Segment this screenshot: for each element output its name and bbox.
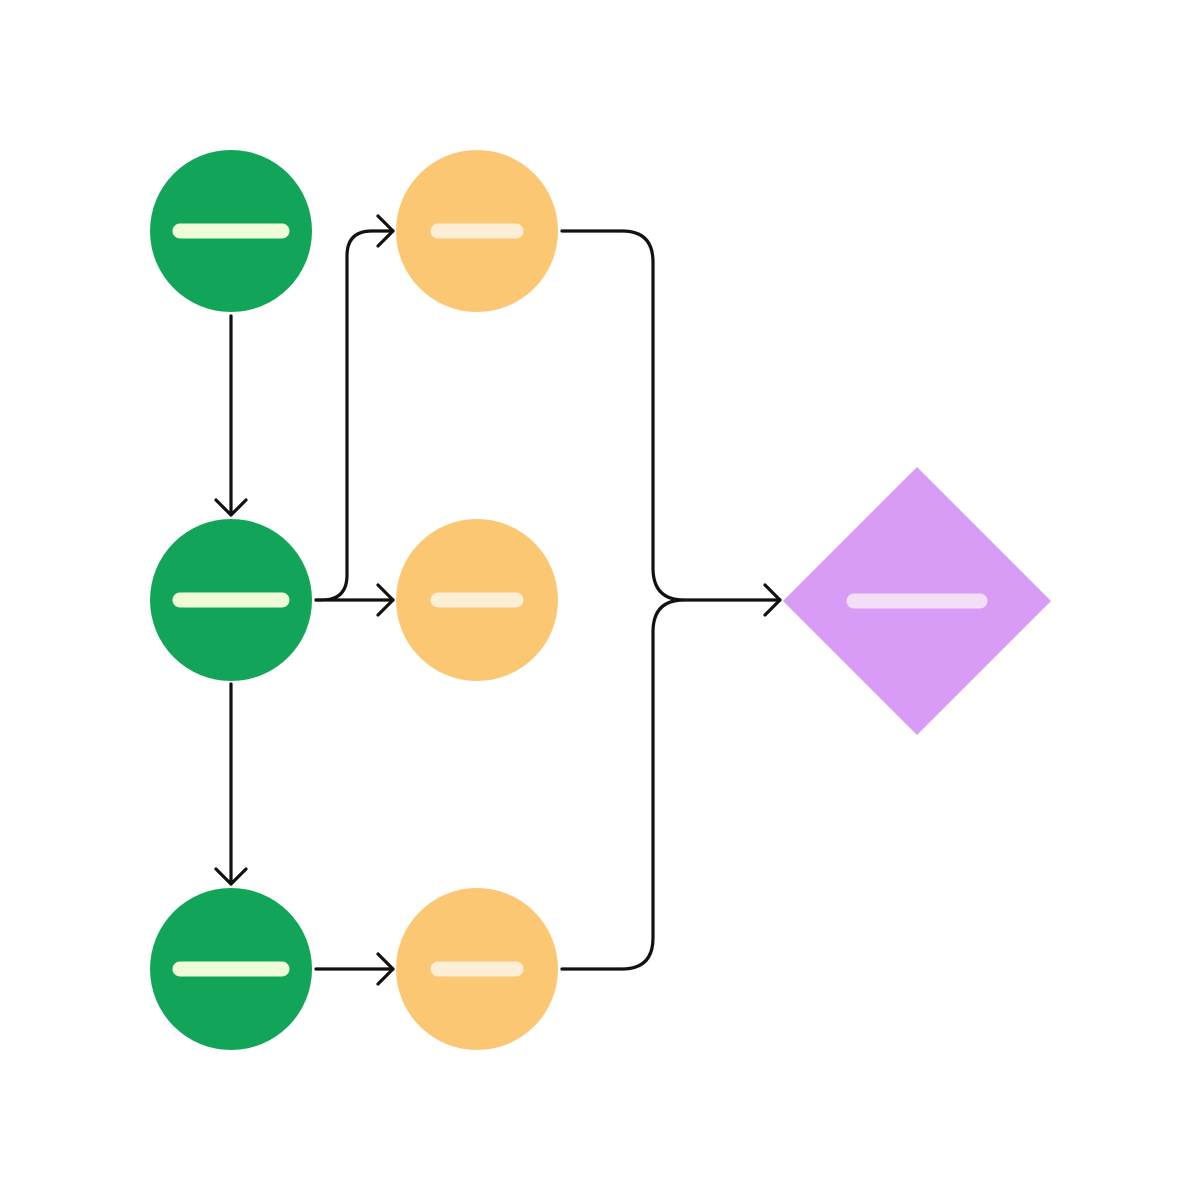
orange-node-2[interactable] <box>396 519 558 681</box>
orange-node-1[interactable] <box>396 150 558 312</box>
arrowhead-green2-orange2 <box>376 583 395 617</box>
green-node-2[interactable] <box>150 519 312 681</box>
nodes <box>150 150 1051 1050</box>
arrowhead-green1-green2 <box>214 498 248 517</box>
arrowhead-green2-orange1 <box>376 214 395 248</box>
orange-node-3[interactable] <box>396 888 558 1050</box>
arrowhead-green2-green3 <box>214 867 248 886</box>
purple-decision[interactable] <box>783 467 1051 735</box>
connector-orange3-decision <box>560 598 686 971</box>
connector-orange1-decision <box>560 229 782 602</box>
green-node-1[interactable] <box>150 150 312 312</box>
arrowhead-green3-orange3 <box>376 952 395 986</box>
green-node-3[interactable] <box>150 888 312 1050</box>
connector-green2-orange1 <box>314 229 395 602</box>
arrowhead-decision <box>763 583 782 617</box>
connectors <box>214 214 782 986</box>
